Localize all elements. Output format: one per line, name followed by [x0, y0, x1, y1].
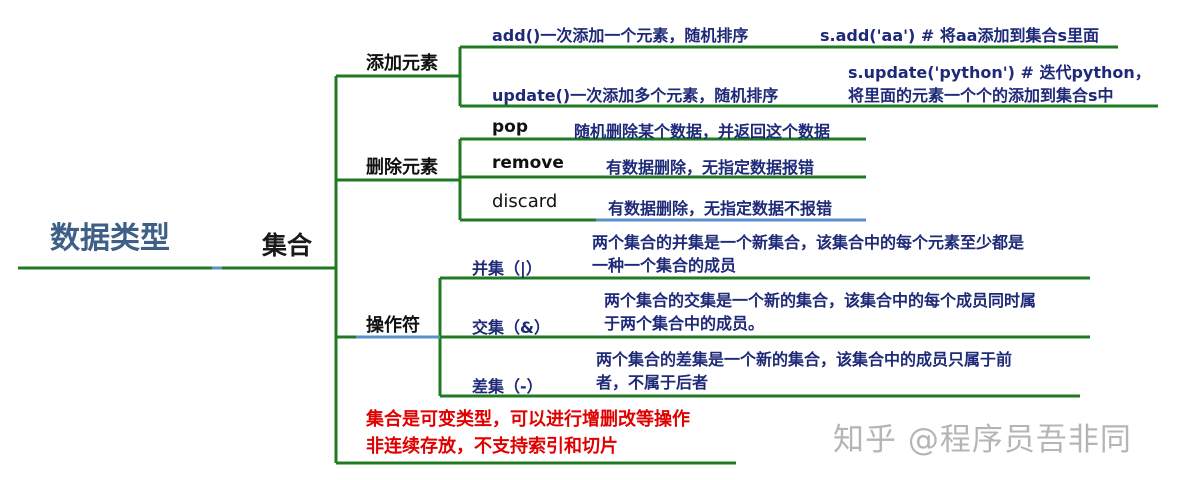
item-discard-desc: 有数据删除，无指定数据不报错 [608, 199, 833, 218]
item-update-desc-line1: s.update('python') # 迭代python， [848, 63, 1151, 82]
item-discard: discard [492, 191, 558, 212]
item-difference-desc: 两个集合的差集是一个新的集合，该集合中的成员只属于前 者，不属于后者 [596, 348, 1012, 394]
category-add: 添加元素 [366, 53, 438, 74]
item-union-desc: 两个集合的并集是一个新集合，该集合中的每个元素至少都是 一种一个集合的成员 [592, 231, 1024, 277]
item-difference: 差集（-） [472, 377, 543, 396]
category-operators: 操作符 [366, 315, 420, 336]
item-union-desc-line2: 一种一个集合的成员 [592, 256, 737, 275]
item-add: add()一次添加一个元素，随机排序 [492, 26, 749, 45]
note-non-contiguous: 非连续存放，不支持索引和切片 [366, 436, 618, 457]
item-difference-desc-line1: 两个集合的差集是一个新的集合，该集合中的成员只属于前 [596, 350, 1013, 369]
item-union-desc-line1: 两个集合的并集是一个新集合，该集合中的每个元素至少都是 [592, 233, 1025, 252]
item-union: 并集（|） [472, 259, 542, 278]
item-intersection-desc: 两个集合的交集是一个新的集合，该集合中的每个成员同时属 于两个集合中的成员。 [604, 289, 1036, 335]
item-difference-desc-line2: 者，不属于后者 [596, 373, 709, 392]
item-update: update()一次添加多个元素，随机排序 [492, 86, 779, 105]
set-node: 集合 [262, 231, 313, 260]
item-update-desc-line2: 将里面的元素一个个的添加到集合s中 [848, 86, 1114, 105]
note-mutable: 集合是可变类型，可以进行增删改等操作 [366, 409, 690, 430]
item-pop-desc: 随机删除某个数据，并返回这个数据 [574, 122, 831, 141]
item-remove-desc: 有数据删除，无指定数据报错 [606, 158, 815, 177]
item-add-desc: s.add('aa') # 将aa添加到集合s里面 [820, 26, 1099, 45]
item-intersection-desc-line1: 两个集合的交集是一个新的集合，该集合中的每个成员同时属 [604, 291, 1037, 310]
item-pop: pop [492, 117, 529, 137]
item-intersection: 交集（&） [472, 318, 550, 337]
item-remove: remove [492, 153, 564, 173]
item-intersection-desc-line2: 于两个集合中的成员。 [604, 314, 765, 333]
root-node: 数据类型 [50, 221, 170, 256]
category-delete: 删除元素 [366, 157, 438, 178]
watermark: 知乎 @程序员吾非同 [833, 422, 1132, 458]
